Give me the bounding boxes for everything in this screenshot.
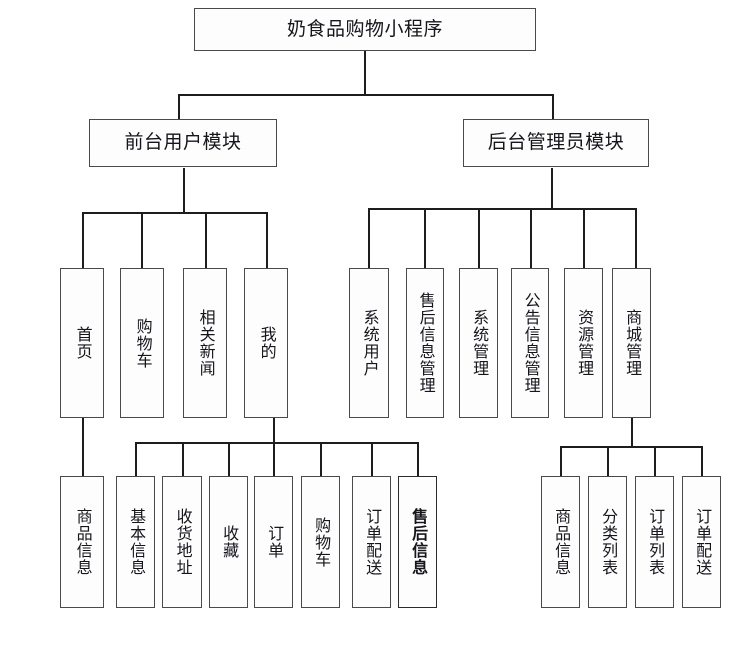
node-shipping-address[interactable]: 收货地址 — [162, 476, 202, 608]
node-admin-module[interactable]: 后台管理员模块 — [463, 119, 649, 167]
connector-mall-drop-3 — [654, 446, 656, 476]
node-frontend-module-label: 前台用户模块 — [124, 132, 242, 154]
connector-frontend-stem — [183, 168, 185, 213]
connector-admin-drop-4 — [530, 208, 532, 268]
node-notice-info-mgmt-label: 公告信息管理 — [521, 292, 539, 394]
connector-root-stem — [364, 50, 366, 95]
connector-mall-stem — [631, 418, 633, 447]
node-order-delivery-front[interactable]: 订单配送 — [352, 476, 391, 608]
node-notice-info-mgmt[interactable]: 公告信息管理 — [511, 268, 549, 418]
connector-level2-bus — [178, 94, 554, 96]
node-home-label: 首页 — [73, 326, 91, 360]
node-resource-mgmt[interactable]: 资源管理 — [564, 268, 603, 418]
node-category-list-label: 分类列表 — [599, 508, 617, 576]
node-goods-info-front[interactable]: 商品信息 — [60, 476, 104, 608]
node-mall-mgmt[interactable]: 商城管理 — [612, 268, 651, 418]
node-frontend-module[interactable]: 前台用户模块 — [89, 119, 277, 167]
connector-admin-drop-5 — [583, 208, 585, 268]
node-order-list[interactable]: 订单列表 — [635, 476, 674, 608]
node-mine[interactable]: 我的 — [244, 268, 288, 418]
node-category-list[interactable]: 分类列表 — [588, 476, 627, 608]
connector-mine-drop-2 — [182, 442, 184, 476]
connector-mine-drop-3 — [228, 442, 230, 476]
node-favorites[interactable]: 收藏 — [209, 476, 248, 608]
connector-frontend-drop-2 — [141, 212, 143, 268]
connector-admin-stem — [551, 168, 553, 209]
connector-home-to-goods — [82, 418, 84, 476]
connector-admin-drop-2 — [424, 208, 426, 268]
node-system-mgmt[interactable]: 系统管理 — [459, 268, 498, 418]
node-home[interactable]: 首页 — [60, 268, 104, 418]
connector-mine-drop-7 — [417, 442, 419, 476]
node-orders-label: 订单 — [265, 525, 283, 559]
node-cart[interactable]: 购物车 — [120, 268, 164, 418]
connector-level2-right — [552, 94, 554, 119]
connector-mine-drop-4 — [273, 442, 275, 476]
node-aftersales-info-mgmt[interactable]: 售后信息管理 — [406, 268, 444, 418]
node-goods-info-admin[interactable]: 商品信息 — [541, 476, 580, 608]
connector-mine-drop-1 — [135, 442, 137, 476]
node-goods-info-admin-label: 商品信息 — [552, 508, 570, 576]
node-shipping-address-label: 收货地址 — [173, 508, 191, 576]
node-order-delivery-admin[interactable]: 订单配送 — [682, 476, 721, 608]
node-aftersales-info-mgmt-label: 售后信息管理 — [416, 292, 434, 394]
node-goods-info-front-label: 商品信息 — [73, 508, 91, 576]
connector-mall-drop-4 — [701, 446, 703, 476]
connector-frontend-drop-4 — [266, 212, 268, 268]
connector-mine-drop-6 — [371, 442, 373, 476]
node-aftersales-info[interactable]: 售后信息 — [398, 476, 437, 608]
node-mall-mgmt-label: 商城管理 — [623, 309, 641, 377]
connector-mall-drop-1 — [560, 446, 562, 476]
connector-mine-drop-5 — [320, 442, 322, 476]
connector-admin-bus — [368, 208, 636, 210]
node-order-list-label: 订单列表 — [646, 508, 664, 576]
connector-mine-stem — [273, 418, 275, 443]
connector-frontend-bus — [82, 212, 267, 214]
node-news[interactable]: 相关新闻 — [183, 268, 227, 418]
connector-mine-bus — [135, 442, 418, 444]
node-order-delivery-admin-label: 订单配送 — [693, 508, 711, 576]
node-cart-label: 购物车 — [133, 317, 151, 369]
node-resource-mgmt-label: 资源管理 — [575, 309, 593, 377]
node-aftersales-info-label: 售后信息 — [409, 508, 427, 576]
connector-frontend-drop-1 — [82, 212, 84, 268]
node-cart-bottom-label: 购物车 — [312, 516, 330, 568]
connector-admin-drop-1 — [368, 208, 370, 268]
node-news-label: 相关新闻 — [196, 309, 214, 377]
node-cart-bottom[interactable]: 购物车 — [301, 476, 340, 608]
node-system-user[interactable]: 系统用户 — [349, 268, 389, 418]
node-order-delivery-front-label: 订单配送 — [363, 508, 381, 576]
connector-frontend-drop-3 — [205, 212, 207, 268]
connector-mall-drop-2 — [607, 446, 609, 476]
connector-admin-drop-3 — [478, 208, 480, 268]
node-root[interactable]: 奶食品购物小程序 — [194, 8, 536, 51]
node-mine-label: 我的 — [257, 326, 275, 360]
node-system-mgmt-label: 系统管理 — [470, 309, 488, 377]
connector-admin-drop-6 — [635, 208, 637, 268]
node-system-user-label: 系统用户 — [360, 309, 378, 377]
node-basic-info[interactable]: 基本信息 — [116, 476, 155, 608]
node-favorites-label: 收藏 — [220, 525, 238, 559]
node-root-label: 奶食品购物小程序 — [286, 18, 443, 40]
node-basic-info-label: 基本信息 — [127, 508, 145, 576]
node-admin-module-label: 后台管理员模块 — [487, 132, 625, 154]
connector-level2-left — [178, 94, 180, 119]
connector-mall-bus — [560, 446, 702, 448]
node-orders[interactable]: 订单 — [254, 476, 293, 608]
